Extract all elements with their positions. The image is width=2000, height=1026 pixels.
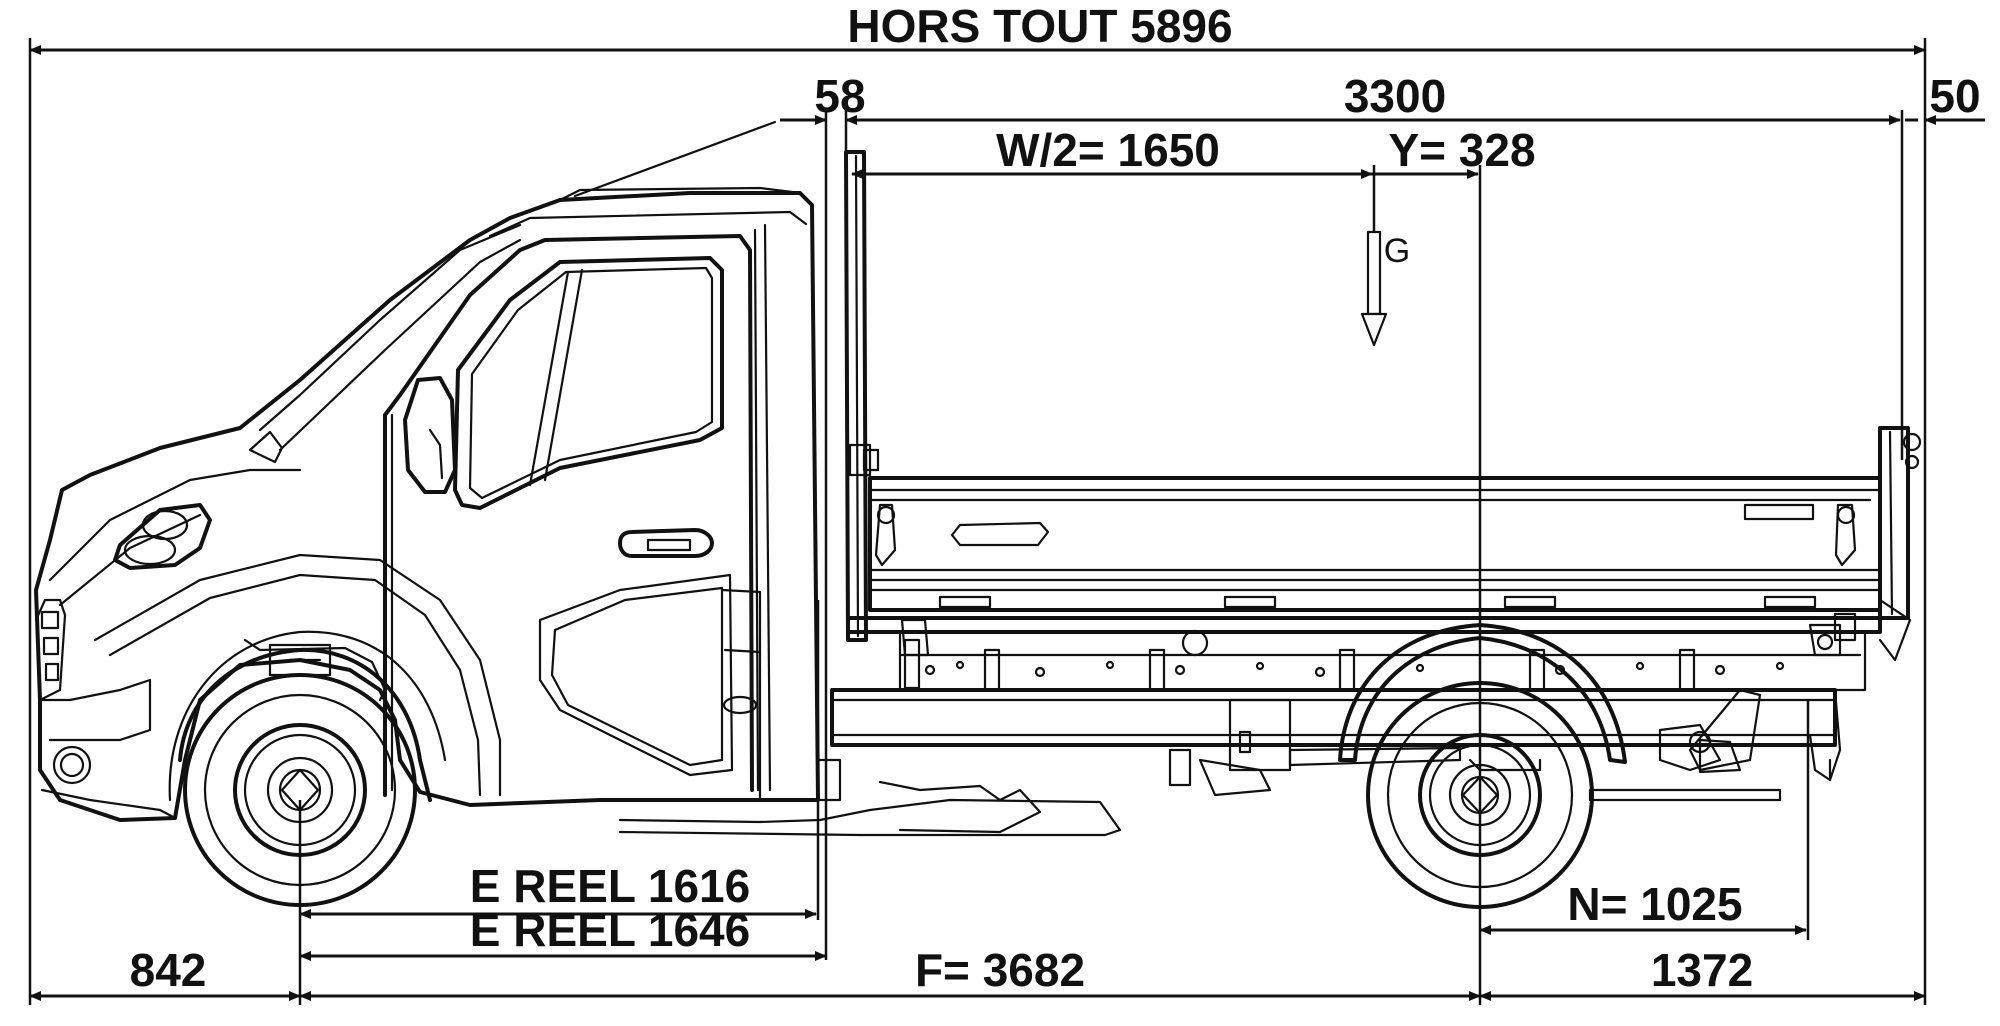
overall-length-label: HORS TOUT 5896 [847, 0, 1232, 52]
half-body-label: W/2= 1650 [996, 124, 1220, 176]
cog-marker-label: G [1384, 232, 1410, 270]
tipper-body [844, 150, 1922, 692]
e-reel-1616-label: E REEL 1616 [470, 860, 750, 912]
rear-wheel [1366, 681, 1594, 909]
front-wheel [183, 673, 417, 907]
body-length-label: 3300 [1344, 70, 1446, 122]
e-reel-1646-label: E REEL 1646 [470, 904, 750, 956]
truck-outline [34, 120, 1922, 909]
dimension-lines [28, 38, 1985, 1005]
cog-offset-label: Y= 328 [1388, 124, 1535, 176]
n-value-label: N= 1025 [1567, 878, 1742, 930]
wheelbase-label: F= 3682 [915, 944, 1085, 996]
dimension-labels: HORS TOUT 5896 58 3300 50 W/2= 1650 Y= 3… [130, 0, 1981, 996]
cab-body-gap-label: 58 [814, 70, 865, 122]
front-overhang-label: 842 [130, 944, 207, 996]
rear-overhang-label: 1372 [1651, 944, 1753, 996]
rear-gap-label: 50 [1929, 70, 1980, 122]
chassis [830, 688, 1842, 802]
rear-mudguard [1338, 623, 1627, 764]
